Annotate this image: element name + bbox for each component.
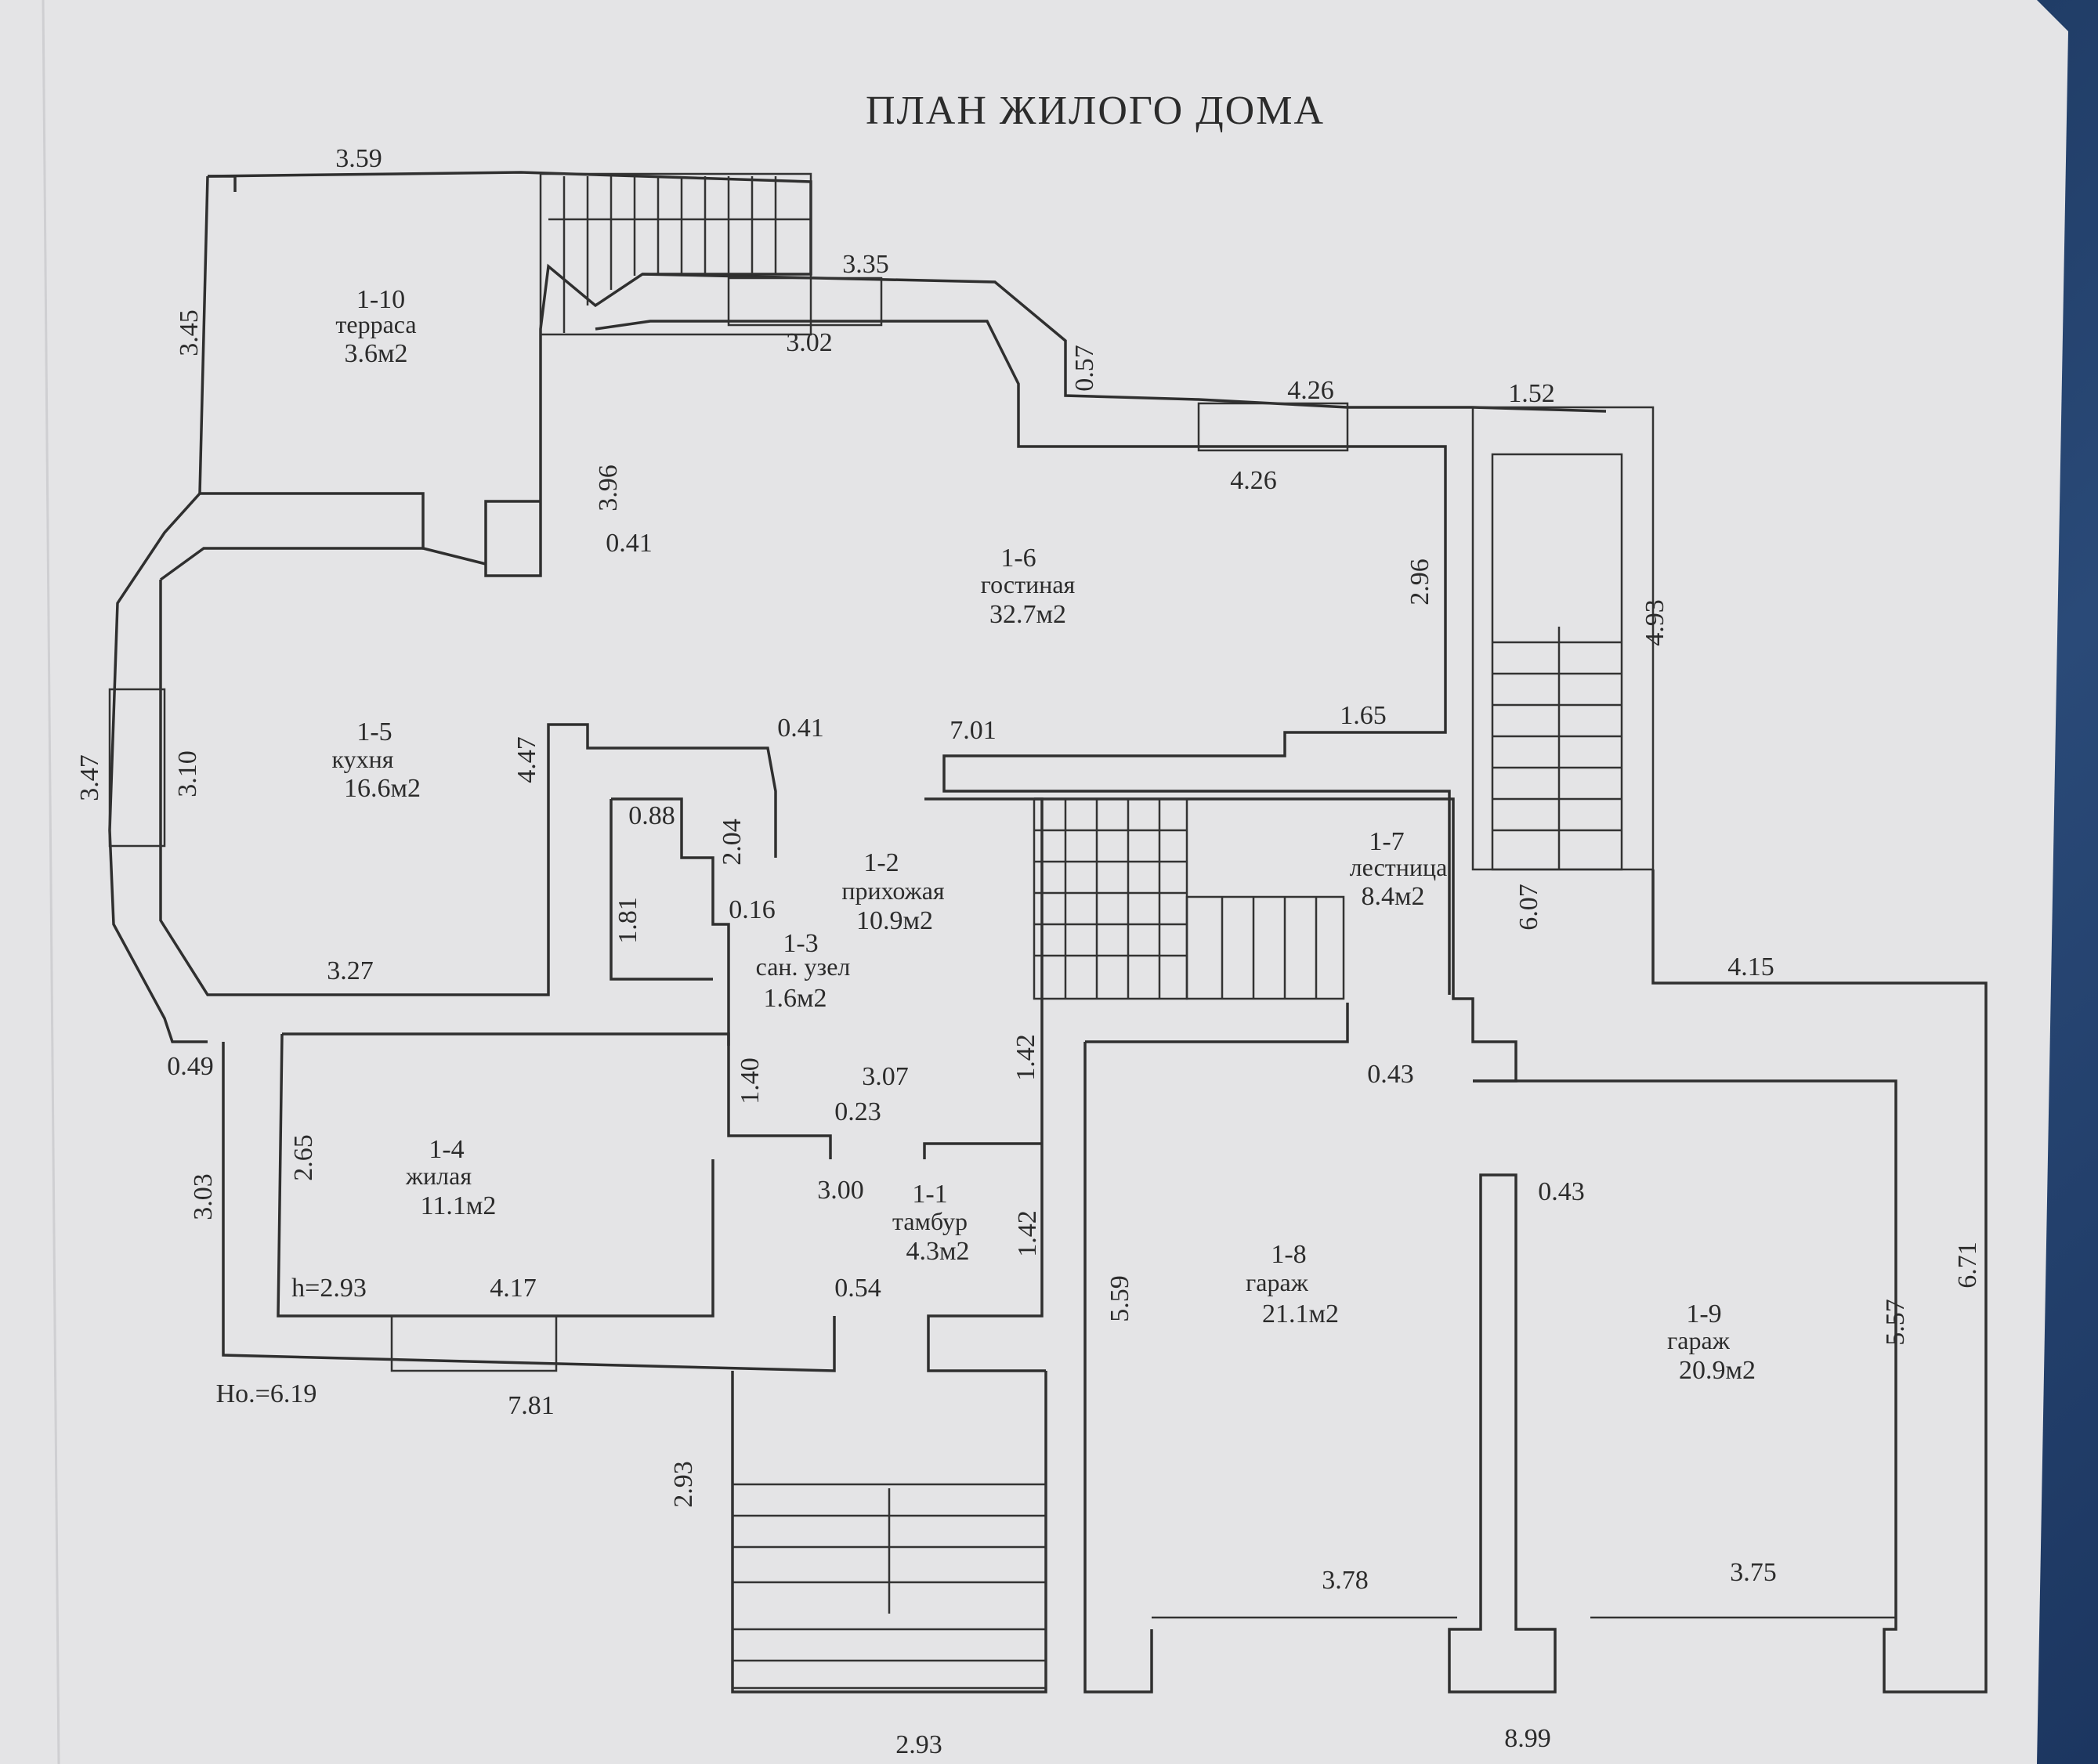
walls	[108, 171, 1988, 1694]
dim-0.41-top: 0.41	[606, 529, 653, 558]
dim-4.47: 4.47	[512, 736, 541, 783]
svg-text:гараж: гараж	[1246, 1268, 1309, 1296]
dim-1.42-lower: 1.42	[1013, 1210, 1042, 1257]
dim-6.07: 6.07	[1514, 884, 1543, 931]
dim-3.03: 3.03	[189, 1173, 218, 1220]
room-label-1-3: 1-3 сан. узел 1.6м2	[756, 929, 851, 1013]
svg-text:20.9м2: 20.9м2	[1679, 1356, 1756, 1385]
dim-2.93-stairs: 2.93	[669, 1461, 698, 1508]
dimension-labels: 3.59 3.45 3.35 3.02 0.57 4.26 1.52 4.26 …	[75, 144, 1982, 1759]
svg-text:1-9: 1-9	[1686, 1300, 1721, 1328]
dim-1.81: 1.81	[613, 897, 642, 944]
dim-2.04: 2.04	[718, 819, 747, 866]
dim-5.57: 5.57	[1881, 1299, 1910, 1346]
dim-3.35: 3.35	[842, 250, 889, 279]
svg-text:1-1: 1-1	[912, 1180, 947, 1209]
room-label-1-4: 1-4 жилая 11.1м2	[405, 1135, 496, 1220]
dim-2.65: 2.65	[289, 1134, 318, 1181]
room-label-1-6: 1-6 гостиная 32.7м2	[981, 544, 1076, 629]
dim-4.17: 4.17	[490, 1274, 537, 1303]
svg-text:кухня: кухня	[332, 745, 394, 773]
page-title: ПЛАН ЖИЛОГО ДОМА	[866, 89, 1325, 133]
dim-8.99: 8.99	[1504, 1724, 1551, 1753]
dim-0.49: 0.49	[167, 1052, 214, 1081]
dim-1.65: 1.65	[1340, 701, 1387, 730]
dim-4.15: 4.15	[1727, 952, 1774, 981]
svg-text:3.6м2: 3.6м2	[344, 339, 407, 368]
svg-text:сан. узел: сан. узел	[756, 952, 851, 981]
room-label-1-7: 1-7 лестница 8.4м2	[1350, 827, 1448, 911]
dim-h-2.93: h=2.93	[291, 1274, 367, 1303]
dim-6.71: 6.71	[1953, 1242, 1982, 1289]
dim-5.59: 5.59	[1105, 1275, 1134, 1322]
dim-0.57: 0.57	[1070, 345, 1099, 392]
svg-text:прихожая: прихожая	[841, 877, 945, 905]
dim-1.52: 1.52	[1508, 379, 1555, 408]
dim-3.27: 3.27	[327, 956, 374, 985]
dim-ho-6.19: Ho.=6.19	[216, 1379, 317, 1408]
dim-2.93-bottom: 2.93	[895, 1730, 942, 1759]
room-label-1-10: 1-10 терраса 3.6м2	[335, 285, 416, 368]
svg-text:гараж: гараж	[1667, 1326, 1731, 1354]
dim-3.00: 3.00	[817, 1176, 864, 1205]
svg-text:16.6м2: 16.6м2	[344, 774, 421, 803]
room-label-1-8: 1-8 гараж 21.1м2	[1246, 1240, 1339, 1328]
dim-0.23: 0.23	[834, 1097, 881, 1126]
dim-3.07: 3.07	[862, 1062, 909, 1091]
svg-text:32.7м2: 32.7м2	[989, 600, 1066, 629]
dim-3.02: 3.02	[786, 328, 833, 357]
dim-0.43-lower: 0.43	[1538, 1177, 1585, 1206]
svg-text:терраса: терраса	[335, 310, 416, 338]
dim-4.93: 4.93	[1640, 599, 1669, 646]
dim-7.81: 7.81	[508, 1391, 555, 1420]
svg-text:1-10: 1-10	[356, 285, 405, 314]
svg-text:1-3: 1-3	[783, 929, 818, 958]
svg-text:21.1м2: 21.1м2	[1262, 1300, 1339, 1328]
room-label-1-5: 1-5 кухня 16.6м2	[332, 718, 421, 803]
dim-4.26-inner: 4.26	[1230, 466, 1277, 495]
svg-text:11.1м2: 11.1м2	[421, 1191, 497, 1220]
svg-text:1-7: 1-7	[1369, 827, 1404, 856]
svg-text:1-8: 1-8	[1271, 1240, 1306, 1269]
svg-text:1-2: 1-2	[863, 848, 899, 877]
svg-text:лестница: лестница	[1350, 853, 1448, 881]
dim-0.54: 0.54	[834, 1274, 881, 1303]
dim-3.78: 3.78	[1322, 1566, 1369, 1595]
svg-text:1.6м2: 1.6м2	[763, 984, 827, 1013]
dim-3.75: 3.75	[1730, 1558, 1777, 1587]
svg-text:1-5: 1-5	[356, 718, 392, 746]
room-label-1-9: 1-9 гараж 20.9м2	[1667, 1300, 1756, 1385]
svg-text:10.9м2: 10.9м2	[856, 906, 933, 935]
svg-text:4.3м2: 4.3м2	[906, 1237, 969, 1266]
svg-text:1-6: 1-6	[1000, 544, 1036, 573]
dim-1.40: 1.40	[736, 1057, 765, 1104]
dim-0.88: 0.88	[628, 801, 675, 830]
svg-text:тамбур: тамбур	[892, 1207, 968, 1235]
dim-1.42-upper: 1.42	[1011, 1034, 1040, 1081]
dim-0.16: 0.16	[729, 895, 776, 924]
dim-2.96: 2.96	[1405, 558, 1434, 605]
dim-7.01: 7.01	[950, 716, 997, 745]
room-label-1-2: 1-2 прихожая 10.9м2	[841, 848, 945, 935]
dim-3.96: 3.96	[594, 464, 623, 511]
dim-3.59: 3.59	[335, 144, 382, 173]
dim-3.10: 3.10	[173, 750, 202, 797]
svg-text:1-4: 1-4	[429, 1135, 464, 1164]
dim-0.43-upper: 0.43	[1367, 1060, 1414, 1089]
svg-text:жилая: жилая	[405, 1162, 472, 1190]
room-label-1-1: 1-1 тамбур 4.3м2	[892, 1180, 969, 1266]
dim-0.41-mid: 0.41	[777, 714, 824, 743]
svg-text:8.4м2: 8.4м2	[1361, 882, 1424, 911]
svg-text:гостиная: гостиная	[981, 570, 1076, 598]
dim-3.45: 3.45	[175, 309, 204, 356]
dim-4.26-top: 4.26	[1287, 376, 1334, 405]
dim-3.47: 3.47	[75, 754, 104, 801]
